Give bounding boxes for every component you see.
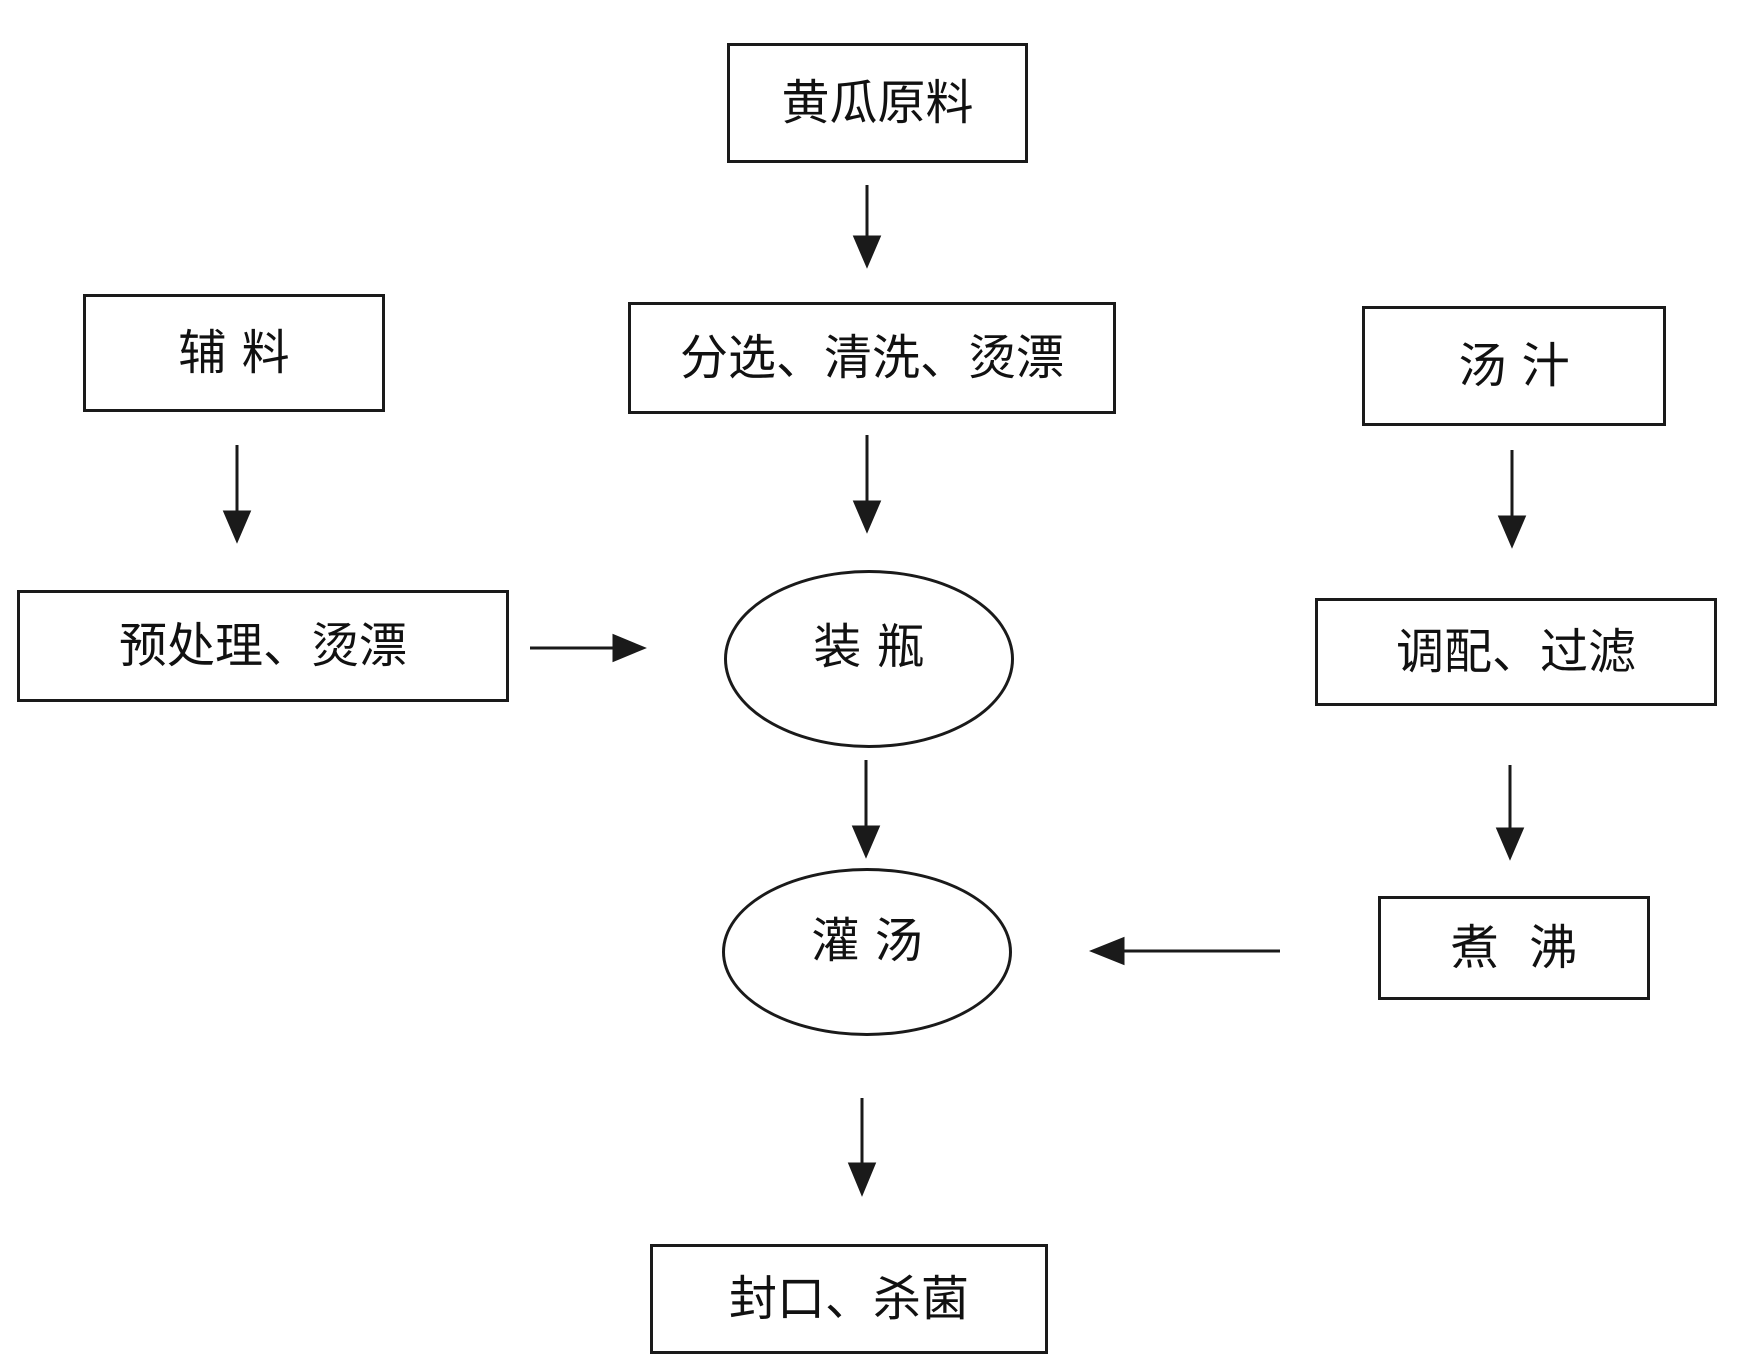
node-sort-wash-blanch-label: 分选、清洗、烫漂 bbox=[680, 334, 1064, 382]
node-pretreat-blanch: 预处理、烫漂 bbox=[17, 590, 509, 702]
node-cucumber-raw: 黄瓜原料 bbox=[727, 43, 1028, 163]
node-bottling-label: 装 瓶 bbox=[813, 623, 924, 671]
arrow-boil-to-pour bbox=[1093, 939, 1280, 963]
node-soup-label: 汤 汁 bbox=[1458, 342, 1569, 390]
arrow-sort-to-bottling bbox=[855, 435, 879, 530]
node-boil: 煮 沸 bbox=[1378, 896, 1650, 1000]
node-soup: 汤 汁 bbox=[1362, 306, 1666, 426]
node-pretreat-blanch-label: 预处理、烫漂 bbox=[119, 622, 407, 670]
arrow-bottling-to-pour bbox=[854, 760, 878, 855]
node-accessories-label: 辅 料 bbox=[178, 329, 289, 377]
node-bottling: 装 瓶 bbox=[724, 570, 1014, 748]
arrow-mix-to-boil bbox=[1498, 765, 1522, 857]
node-boil-label: 煮 沸 bbox=[1451, 924, 1578, 972]
arrow-accessories-to-pretreat bbox=[225, 445, 249, 540]
node-pour-soup: 灌 汤 bbox=[722, 868, 1012, 1036]
node-accessories: 辅 料 bbox=[83, 294, 385, 412]
arrow-raw-to-sort bbox=[855, 185, 879, 265]
node-mix-filter: 调配、过滤 bbox=[1315, 598, 1717, 706]
node-seal-sterilize-label: 封口、杀菌 bbox=[729, 1275, 969, 1323]
node-pour-soup-label: 灌 汤 bbox=[811, 917, 922, 965]
node-seal-sterilize: 封口、杀菌 bbox=[650, 1244, 1048, 1354]
arrow-pretreat-to-bottling bbox=[530, 636, 643, 660]
node-cucumber-raw-label: 黄瓜原料 bbox=[781, 79, 973, 127]
node-mix-filter-label: 调配、过滤 bbox=[1396, 628, 1636, 676]
node-sort-wash-blanch: 分选、清洗、烫漂 bbox=[628, 302, 1116, 414]
arrow-pour-to-seal bbox=[850, 1098, 874, 1193]
arrow-soup-to-mix bbox=[1500, 450, 1524, 545]
